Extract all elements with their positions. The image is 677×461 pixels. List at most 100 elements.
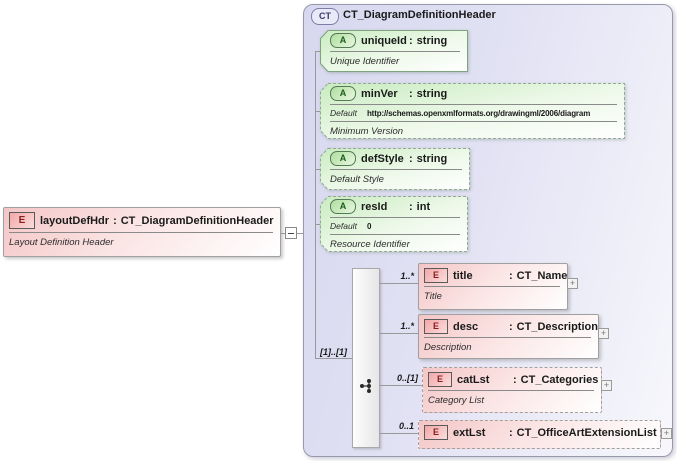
attribute-type: string (416, 152, 448, 165)
attribute-annotation: Resource Identifier (330, 239, 410, 250)
divider (330, 121, 617, 122)
attribute-title-row: A minVer : string (330, 86, 619, 101)
element-annotation: Title (424, 291, 442, 302)
default-value: http://schemas.openxmlformats.org/drawin… (366, 109, 591, 118)
divider (330, 169, 462, 170)
attribute-annotation: Minimum Version (330, 126, 404, 137)
element-title-row: E catLst : CT_Categories (428, 372, 599, 387)
sequence-compositor (352, 268, 380, 448)
attribute-default-row: Default 0 (330, 220, 462, 231)
element-title-row: E extLst : CT_OfficeArtExtensionList (424, 425, 657, 440)
element-icon: E (424, 425, 448, 440)
element-name: layoutDefHdr (40, 214, 110, 227)
element-title-row: E layoutDefHdr : CT_DiagramDefinitionHea… (9, 212, 275, 229)
element-name: extLst (453, 426, 486, 439)
connector-stub (315, 51, 321, 52)
element-annotation: Layout Definition Header (9, 237, 114, 248)
cardinality-label: 1..* (400, 321, 414, 331)
sequence-icon (360, 379, 371, 393)
element-name: catLst (457, 373, 490, 386)
element-node-layoutDefHdr: E layoutDefHdr : CT_DiagramDefinitionHea… (3, 207, 281, 257)
expand-button[interactable]: + (567, 278, 578, 289)
connector-line (380, 333, 418, 334)
connector-trunk (315, 51, 316, 358)
element-type: CT_OfficeArtExtensionList (516, 426, 657, 439)
attribute-icon: A (330, 86, 356, 101)
attribute-shape (320, 196, 468, 252)
connector-line (380, 433, 418, 434)
element-title-row: E desc : CT_Description (424, 319, 598, 334)
element-node-extLst: E extLst : CT_OfficeArtExtensionList (418, 420, 661, 449)
default-label: Default (330, 108, 357, 118)
colon: : (509, 269, 513, 282)
minus-icon (288, 233, 294, 234)
divider (424, 286, 560, 287)
divider (330, 104, 617, 105)
divider (9, 232, 273, 233)
attribute-title-row: A resId : int (330, 199, 462, 214)
connector-line (281, 233, 315, 234)
sequence-cardinality: [1]..[1] (320, 347, 347, 357)
attribute-node-resId: A resId : int Default 0 Resource Identif… (320, 196, 468, 252)
element-icon: E (428, 372, 452, 387)
element-type: CT_Categories (520, 373, 599, 386)
colon: : (409, 152, 413, 165)
divider (330, 234, 460, 235)
colon: : (409, 87, 413, 100)
connector-stub (315, 169, 321, 170)
divider (424, 337, 591, 338)
element-annotation: Category List (428, 395, 484, 406)
attribute-shape (320, 83, 625, 139)
connector-stub (315, 111, 321, 112)
divider (330, 51, 460, 52)
element-node-title: E title : CT_Name Title (418, 263, 568, 310)
default-value: 0 (366, 222, 372, 231)
element-node-catLst: E catLst : CT_Categories Category List (422, 367, 602, 413)
attribute-icon: A (330, 151, 356, 166)
element-type: CT_Name (516, 269, 568, 282)
element-type: CT_Description (516, 320, 598, 333)
collapse-toggle[interactable] (285, 227, 297, 239)
divider (330, 217, 460, 218)
element-annotation: Description (424, 342, 472, 353)
attribute-type: int (416, 200, 431, 213)
colon: : (509, 426, 513, 439)
attribute-node-uniqueId: A uniqueId : string Unique Identifier (320, 30, 468, 72)
colon: : (509, 320, 513, 333)
cardinality-label: 0..[1] (396, 373, 418, 383)
cardinality-label: 0..1 (398, 421, 414, 431)
attribute-name: defStyle (361, 152, 404, 165)
element-name: title (453, 269, 473, 282)
cardinality-label: 1..* (400, 271, 414, 281)
attribute-type: string (416, 34, 448, 47)
element-icon: E (9, 212, 35, 229)
element-node-desc: E desc : CT_Description Description (418, 314, 599, 359)
default-label: Default (330, 221, 357, 231)
connector-to-sequence (315, 358, 352, 359)
element-title-row: E title : CT_Name (424, 268, 567, 283)
colon: : (409, 34, 413, 47)
attribute-name: uniqueId (361, 34, 407, 47)
attribute-node-defStyle: A defStyle : string Default Style (320, 148, 470, 190)
attribute-title-row: A defStyle : string (330, 151, 464, 166)
element-icon: E (424, 268, 448, 283)
connector-line (380, 385, 422, 386)
expand-button[interactable]: + (661, 428, 672, 439)
attribute-annotation: Default Style (330, 174, 384, 185)
element-icon: E (424, 319, 448, 334)
complextype-title: CT_DiagramDefinitionHeader (343, 9, 496, 21)
element-name: desc (453, 320, 479, 333)
expand-button[interactable]: + (598, 328, 609, 339)
attribute-default-row: Default http://schemas.openxmlformats.or… (330, 107, 619, 118)
connector-line (380, 283, 418, 284)
attribute-annotation: Unique Identifier (330, 56, 400, 67)
attribute-name: minVer (361, 87, 398, 100)
attribute-icon: A (330, 33, 356, 48)
expand-button[interactable]: + (601, 380, 612, 391)
connector-stub (315, 224, 321, 225)
attribute-title-row: A uniqueId : string (330, 33, 462, 48)
attribute-name: resId (361, 200, 388, 213)
colon: : (113, 214, 117, 227)
attribute-node-minVer: A minVer : string Default http://schemas… (320, 83, 625, 139)
